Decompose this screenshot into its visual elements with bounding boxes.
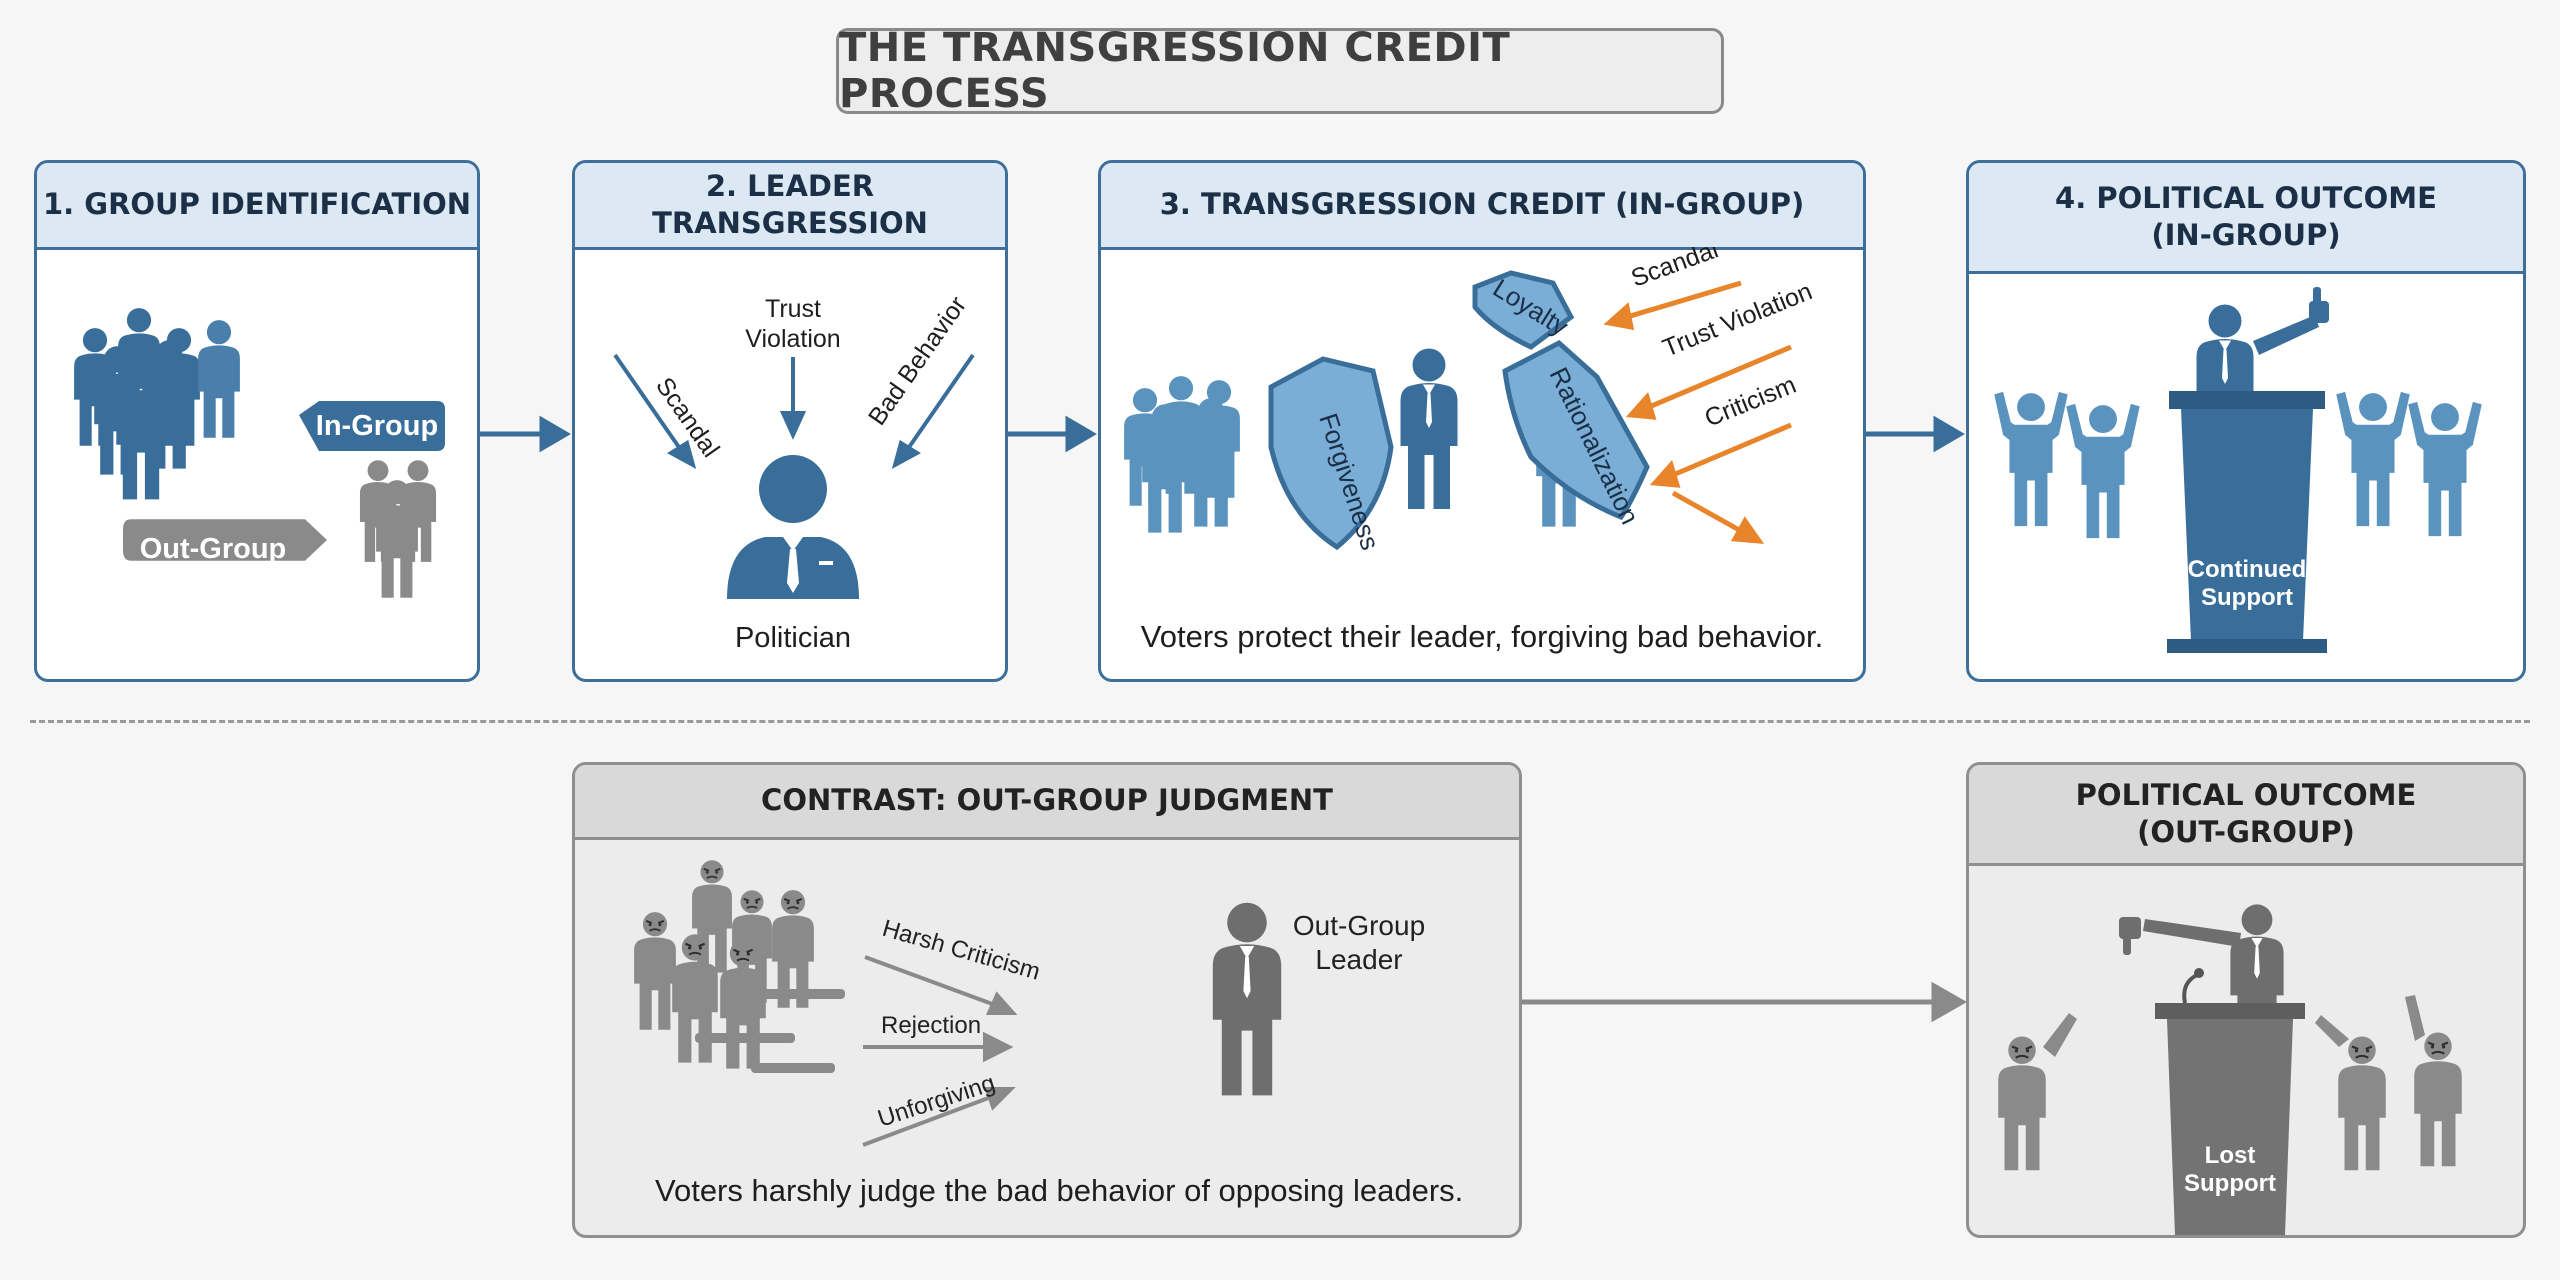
podium-label-line-1: Continued xyxy=(2188,556,2307,583)
panel-contrast-out-group-judgment: CONTRAST: OUT-GROUP JUDGMENT Harsh Criti… xyxy=(572,762,1522,1238)
panel-title: CONTRAST: OUT-GROUP JUDGMENT xyxy=(575,765,1519,840)
panel-title-line-1: POLITICAL OUTCOME xyxy=(2075,777,2417,812)
unforgiving-label: Unforgiving xyxy=(875,1070,999,1133)
leader-suit-icon xyxy=(1400,348,1458,509)
angry-voters-icon xyxy=(633,859,845,1073)
trust-violation-label-line-2: Violation xyxy=(745,325,840,353)
incoming-attack-arrows xyxy=(1603,280,1792,544)
podium-label-line-2: Support xyxy=(2201,584,2293,611)
diagram-title-box: THE TRANSGRESSION CREDIT PROCESS xyxy=(836,25,1724,117)
out-group-crowd-icon xyxy=(359,460,437,598)
trust-violation-arrow-label: Trust Violation xyxy=(1659,277,1816,362)
loyalty-shield-icon: Loyalty xyxy=(1472,270,1575,350)
political-outcome-out-group-illustration: Lost Support xyxy=(1997,904,2463,1235)
podium-icon: Continued Support xyxy=(2167,391,2327,653)
contrast-caption: Voters harshly judge the bad behavior of… xyxy=(655,1173,1464,1208)
panel-title-line-2: (IN-GROUP) xyxy=(2151,218,2341,252)
group-identification-illustration: In-Group Out-Group xyxy=(74,308,445,598)
bad-behavior-label: Bad Behavior xyxy=(863,291,972,430)
in-group-label: In-Group xyxy=(316,410,438,442)
panel-title-line-1: 4. POLITICAL OUTCOME xyxy=(2055,180,2437,215)
out-group-leader-icon xyxy=(1212,902,1282,1096)
podium-label-line-2: Support xyxy=(2184,1170,2276,1197)
panel-title: 1. GROUP IDENTIFICATION xyxy=(37,163,477,250)
out-group-label: Out-Group xyxy=(140,533,287,565)
panel-title: POLITICAL OUTCOME (OUT-GROUP) xyxy=(1969,765,2523,866)
panel-title-line-2: TRANSGRESSION xyxy=(652,206,928,240)
panel-title: 3. TRANSGRESSION CREDIT (IN-GROUP) xyxy=(1101,163,1863,250)
diagram-title: THE TRANSGRESSION CREDIT PROCESS xyxy=(839,25,1511,117)
harsh-criticism-label: Harsh Criticism xyxy=(879,915,1043,986)
panel-transgression-credit: 3. TRANSGRESSION CREDIT (IN-GROUP) Forgi… xyxy=(1098,160,1866,682)
out-group-leader-label-line-2: Leader xyxy=(1315,944,1402,975)
rejection-label: Rejection xyxy=(881,1012,981,1039)
politician-icon xyxy=(727,455,859,599)
panel-title-line-2: (OUT-GROUP) xyxy=(2137,815,2355,849)
disapproving-voters-icon xyxy=(1997,995,2463,1172)
leader-thumbs-up-icon xyxy=(2196,287,2329,465)
politician-label: Politician xyxy=(735,622,851,654)
transgression-credit-caption: Voters protect their leader, forgiving b… xyxy=(1140,619,1824,654)
leader-transgression-illustration: Scandal Trust Violation Bad Behavior Pol… xyxy=(613,291,975,654)
panel-title: 4. POLITICAL OUTCOME (IN-GROUP) xyxy=(1969,163,2523,274)
rationalization-shield-icon: Rationalization xyxy=(1502,339,1650,529)
podium-icon: Lost Support xyxy=(2155,1003,2305,1235)
leader-thumbs-down-icon xyxy=(2119,904,2284,1055)
forgiveness-shield-icon: Forgiveness xyxy=(1268,356,1394,554)
political-outcome-in-group-illustration: Continued Support xyxy=(1994,287,2482,653)
judgment-arrows xyxy=(862,955,1018,1147)
out-group-leader-label-line-1: Out-Group xyxy=(1293,910,1425,941)
in-group-voters-icon xyxy=(1124,376,1240,533)
panel-title-line-1: 2. LEADER xyxy=(705,168,875,203)
in-group-crowd-icon xyxy=(74,308,240,500)
panel-leader-transgression: 2. LEADER TRANSGRESSION Scandal Trust Vi… xyxy=(572,160,1008,682)
out-group-label-tag: Out-Group xyxy=(123,519,327,565)
podium-label-line-1: Lost xyxy=(2205,1142,2256,1169)
in-group-label-tag: In-Group xyxy=(299,401,445,451)
panel-political-outcome-out-group: POLITICAL OUTCOME (OUT-GROUP) Lost Suppo… xyxy=(1966,762,2526,1238)
panel-group-identification: 1. GROUP IDENTIFICATION In-Group Out-Gro… xyxy=(34,160,480,682)
transgression-credit-illustration: Forgiveness Loyalty Rationalization Scan… xyxy=(1124,247,1816,554)
panel-title: 2. LEADER TRANSGRESSION xyxy=(575,163,1005,250)
scandal-arrow-label: Scandal xyxy=(1627,247,1721,293)
section-divider xyxy=(30,720,2530,723)
trust-violation-label-line-1: Trust xyxy=(765,295,821,323)
out-group-judgment-illustration: Harsh Criticism Rejection Unforgiving Ou… xyxy=(633,859,1425,1147)
panel-political-outcome-in-group: 4. POLITICAL OUTCOME (IN-GROUP) Continue… xyxy=(1966,160,2526,682)
